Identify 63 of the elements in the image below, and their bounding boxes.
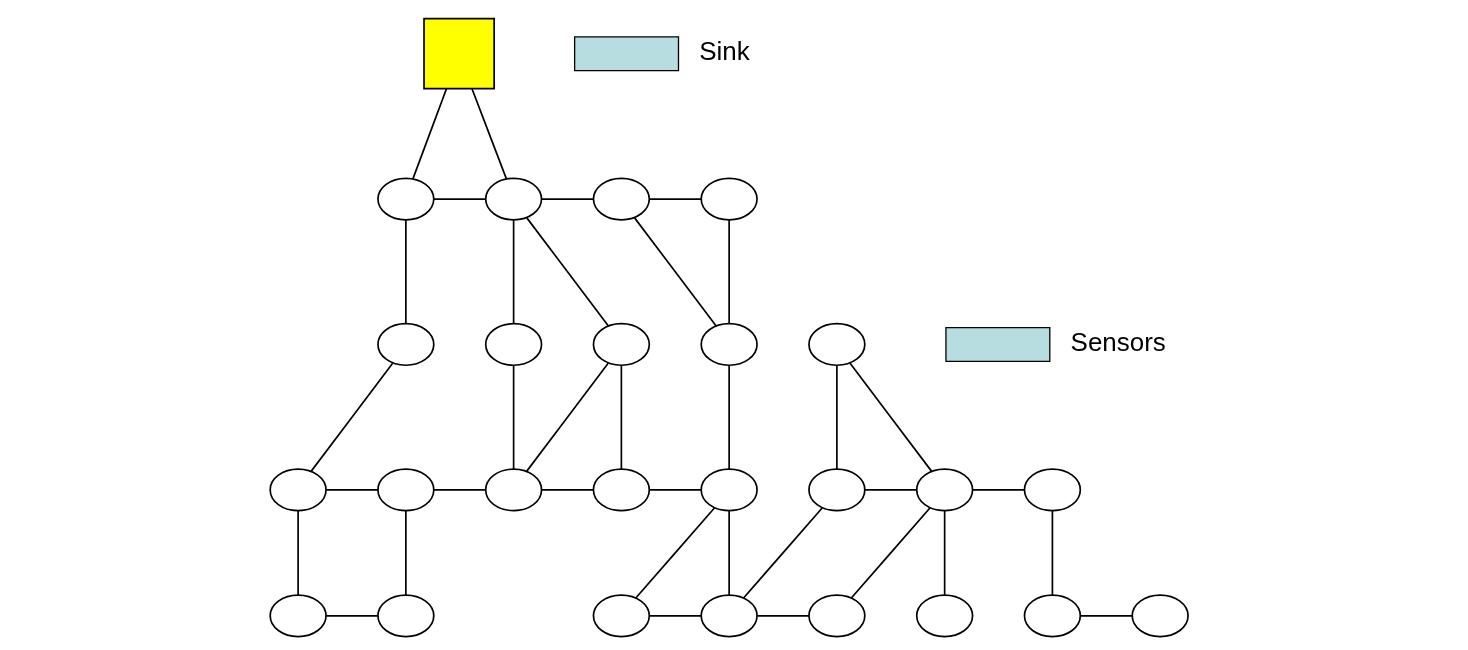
connector xyxy=(943,510,946,596)
node-circle xyxy=(484,322,543,367)
connector xyxy=(648,489,702,491)
node-circle xyxy=(700,468,758,512)
connector xyxy=(742,506,824,599)
node-circle xyxy=(377,468,435,512)
node-circle xyxy=(592,594,651,638)
legend-label: Sink xyxy=(699,36,750,67)
node-circle xyxy=(484,468,543,512)
node-circle xyxy=(915,468,974,512)
connector xyxy=(648,614,702,617)
node-circle xyxy=(269,594,327,638)
node-circle xyxy=(269,468,327,512)
connector xyxy=(297,510,299,596)
connector xyxy=(1051,510,1054,596)
connector xyxy=(540,198,595,200)
node-box xyxy=(423,17,495,90)
connector xyxy=(836,364,838,470)
connector xyxy=(512,219,515,325)
connector xyxy=(540,489,595,491)
node-circle xyxy=(915,594,974,638)
connector xyxy=(728,510,730,596)
connector xyxy=(1079,614,1134,617)
legend-label: Sensors xyxy=(1070,326,1166,357)
node-circle xyxy=(1023,468,1082,512)
connector xyxy=(635,506,716,599)
node-circle xyxy=(377,594,435,638)
connector xyxy=(728,219,730,325)
connector xyxy=(405,510,407,596)
node-circle xyxy=(377,322,435,367)
node-circle xyxy=(1131,594,1189,638)
node-circle xyxy=(700,594,758,638)
node-circle xyxy=(700,322,758,367)
connector xyxy=(756,614,810,617)
connector xyxy=(325,489,379,491)
connector xyxy=(433,198,487,200)
node-circle xyxy=(1023,594,1082,638)
node-circle xyxy=(808,468,866,512)
node-circle xyxy=(808,594,866,638)
node-circle xyxy=(808,322,866,367)
node-circle xyxy=(484,177,543,221)
connector xyxy=(633,217,717,327)
connector xyxy=(972,489,1026,491)
node-circle xyxy=(700,177,758,221)
connector xyxy=(405,219,407,325)
node-circle xyxy=(592,322,651,367)
connector xyxy=(525,362,609,473)
connector xyxy=(849,362,933,473)
connector xyxy=(412,87,448,180)
connector xyxy=(648,198,702,200)
connector xyxy=(728,364,730,470)
connector xyxy=(433,489,487,491)
connector xyxy=(526,217,610,327)
connector xyxy=(512,364,515,470)
connector xyxy=(620,364,623,470)
node-circle xyxy=(377,177,435,221)
connector xyxy=(850,506,931,599)
node-circle xyxy=(592,177,651,221)
node-circle xyxy=(592,468,651,512)
connector xyxy=(325,614,379,617)
connector xyxy=(864,489,918,491)
connector xyxy=(471,87,508,180)
connector xyxy=(310,362,394,473)
